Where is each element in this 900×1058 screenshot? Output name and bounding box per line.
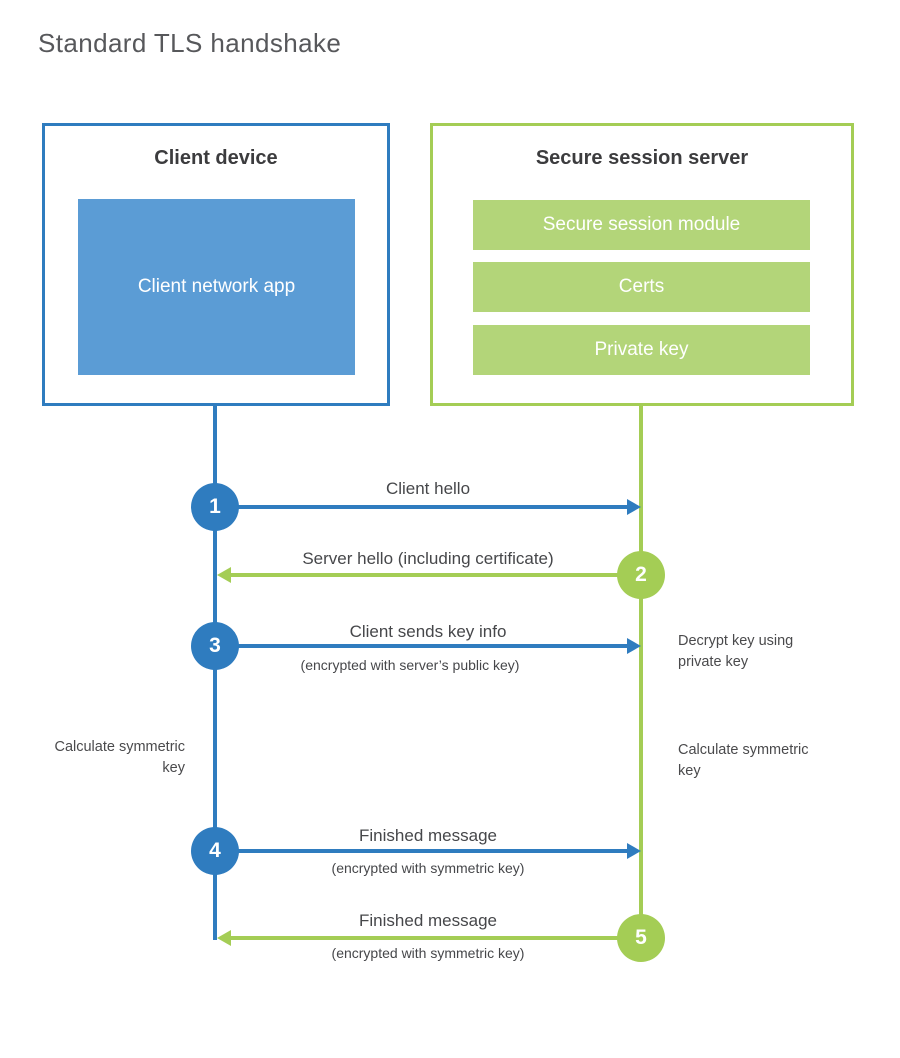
step-2-arrow [231,573,641,577]
step-1-arrowhead-icon [627,499,641,515]
step-4-arrow [215,849,627,853]
step-3-label: Client sends key info [349,622,507,641]
step-4-sublabel: (encrypted with symmetric key) [331,860,525,876]
step-5-arrowhead-icon [217,930,231,946]
step-2-label: Server hello (including certificate) [302,549,554,568]
client-lifeline [213,405,217,940]
server-bar-label: Private key [594,339,689,361]
secure-session-server-title: Secure session server [535,147,749,169]
server-bar-certs: Certs [473,262,810,312]
server-bar-label: Secure session module [542,214,741,236]
note-calculate-symmetric-key-server: Calculate symmetric key [678,742,809,780]
client-network-app-label: Client network app [137,276,296,298]
note-calculate-symmetric-key-client: Calculate symmetric key [54,739,185,777]
step-3-badge: 3 [191,622,239,670]
step-1-badge: 1 [191,483,239,531]
client-network-app-box: Client network app [78,199,355,375]
step-4-label: Finished message [359,826,497,845]
step-4-badge: 4 [191,827,239,875]
step-5-arrow [231,936,641,940]
note-decrypt-key: Decrypt key using private key [678,633,794,671]
server-bar-label: Certs [618,276,665,298]
step-5-label: Finished message [359,911,497,930]
step-1-label: Client hello [385,479,471,498]
step-1-arrow [215,505,627,509]
step-2-arrowhead-icon [217,567,231,583]
server-lifeline [639,405,643,938]
server-bar-secure-session-module: Secure session module [473,200,810,250]
step-5-badge: 5 [617,914,665,962]
step-2-badge: 2 [617,551,665,599]
step-3-sublabel: (encrypted with server’s public key) [300,657,520,673]
server-bar-private-key: Private key [473,325,810,375]
step-3-arrow [215,644,627,648]
step-5-sublabel: (encrypted with symmetric key) [331,945,525,961]
page-title: Standard TLS handshake [38,28,342,58]
client-device-title: Client device [154,147,278,169]
step-4-arrowhead-icon [627,843,641,859]
step-3-arrowhead-icon [627,638,641,654]
